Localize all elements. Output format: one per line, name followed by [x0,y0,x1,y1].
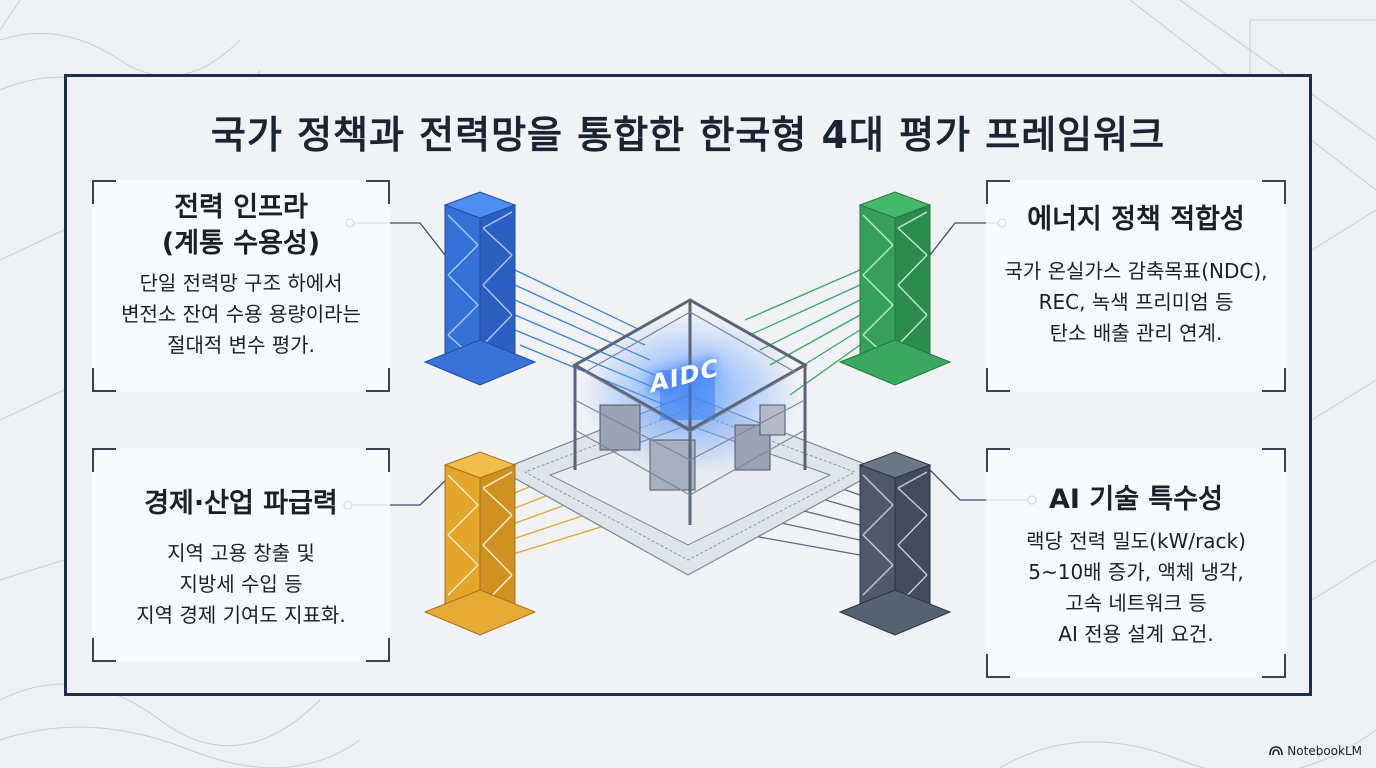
card-power-infra: 전력 인프라 (계통 수용성) 단일 전력망 구조 하에서 변전소 잔여 수용 … [92,180,390,392]
page-title: 국가 정책과 전력망을 통합한 한국형 4대 평가 프레임워크 [210,113,1166,157]
card-title: 에너지 정책 적합성 [1027,204,1245,235]
card-body: 지역 고용 창출 및 지방세 수입 등 지역 경제 기여도 지표화. [136,541,346,627]
card-economy-industry: 경제·산업 파급력 지역 고용 창출 및 지방세 수입 등 지역 경제 기여도 … [92,448,390,662]
pillar-ai [838,451,952,636]
card-title: 경제·산업 파급력 [144,488,338,519]
card-body: 단일 전력망 구조 하에서 변전소 잔여 수용 용량이라는 절대적 변수 평가. [121,271,361,357]
card-body: 국가 온실가스 감축목표(NDC), REC, 녹색 프리미엄 등 탄소 배출 … [1004,259,1268,345]
card-energy-policy: 에너지 정책 적합성 국가 온실가스 감축목표(NDC), REC, 녹색 프리… [986,180,1286,392]
notebooklm-logo-icon [1269,746,1284,756]
card-body: 랙당 전력 밀도(kW/rack) 5~10배 증가, 액체 냉각, 고속 네트… [1026,529,1246,646]
brand-mark: NotebookLM [1269,744,1362,758]
card-title: 전력 인프라 (계통 수용성) [161,192,321,259]
brand-label: NotebookLM [1287,744,1362,758]
card-ai-technology: AI 기술 특수성 랙당 전력 밀도(kW/rack) 5~10배 증가, 액체… [986,448,1286,678]
pillar-energy [838,191,952,386]
card-title: AI 기술 특수성 [1049,484,1223,515]
aidc-structure [498,298,882,576]
pillar-economy [423,451,537,636]
pillar-infra [423,191,537,386]
